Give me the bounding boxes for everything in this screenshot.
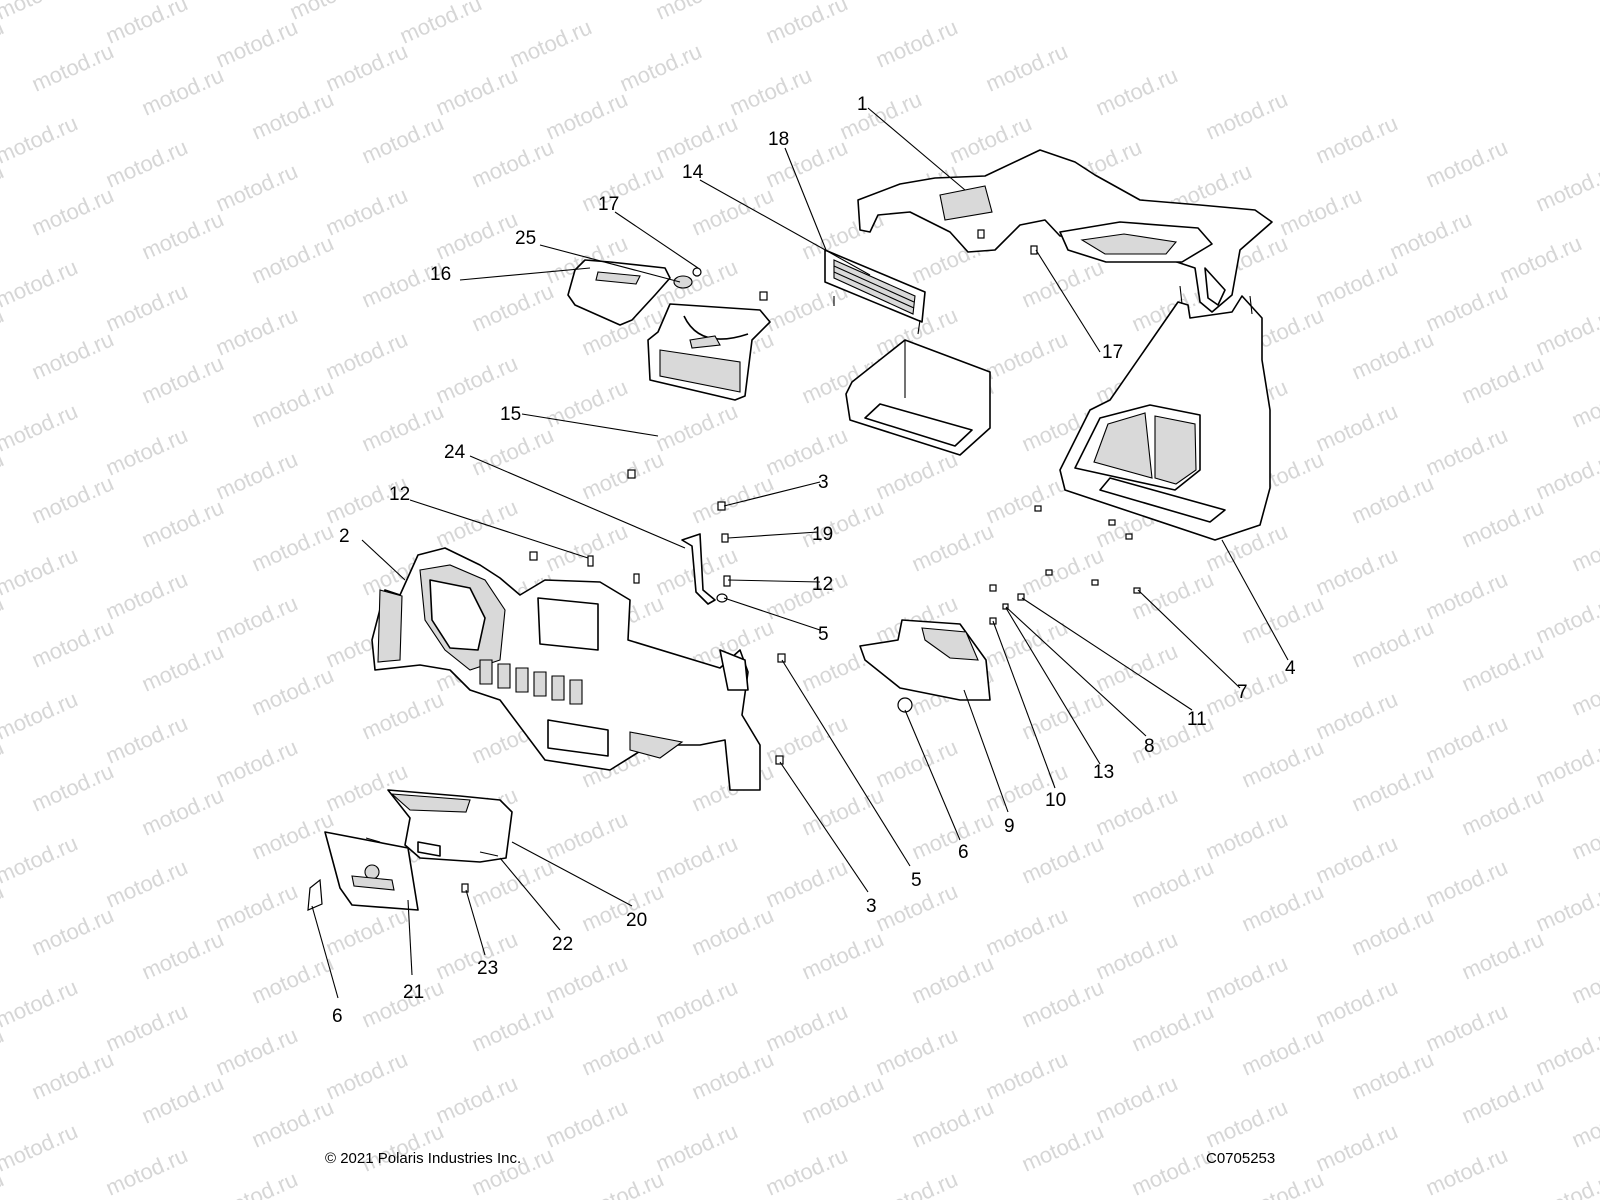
callout-23: 23 bbox=[477, 958, 498, 979]
callout-3-lower: 3 bbox=[866, 896, 877, 917]
callout-18: 18 bbox=[768, 129, 789, 150]
part-20-lower-storage bbox=[387, 789, 513, 863]
callout-6-right: 6 bbox=[958, 842, 969, 863]
callout-13: 13 bbox=[1093, 762, 1114, 783]
callout-17-upper-left: 17 bbox=[598, 194, 619, 215]
part-2-main-dash bbox=[371, 547, 761, 791]
copyright-notice: © 2021 Polaris Industries Inc. bbox=[325, 1150, 522, 1167]
callout-15: 15 bbox=[500, 404, 521, 425]
part-upper-dash-cover bbox=[857, 149, 1273, 313]
part-24-bracket bbox=[681, 533, 716, 605]
callout-16: 16 bbox=[430, 264, 451, 285]
callout-17-right: 17 bbox=[1102, 342, 1123, 363]
callout-10: 10 bbox=[1045, 790, 1066, 811]
callout-7: 7 bbox=[1237, 682, 1248, 703]
part-21-lid bbox=[324, 831, 419, 911]
callout-12-lower: 12 bbox=[812, 574, 833, 595]
part-14-box bbox=[845, 339, 991, 456]
part-16-cover bbox=[567, 259, 671, 326]
hardware-fasteners bbox=[307, 229, 1141, 911]
callout-12-upper: 12 bbox=[389, 484, 410, 505]
callout-4: 4 bbox=[1285, 658, 1296, 679]
part-25-grommet bbox=[673, 275, 693, 289]
callout-1: 1 bbox=[857, 94, 868, 115]
callout-6-left: 6 bbox=[332, 1006, 343, 1027]
callout-9: 9 bbox=[1004, 816, 1015, 837]
callout-25: 25 bbox=[515, 228, 536, 249]
callout-24: 24 bbox=[444, 442, 466, 463]
callout-11: 11 bbox=[1187, 709, 1207, 730]
leader-lines bbox=[311, 107, 1289, 999]
callout-5-lower: 5 bbox=[911, 870, 922, 891]
callout-20: 20 bbox=[626, 910, 647, 931]
callout-22: 22 bbox=[552, 934, 573, 955]
callout-21: 21 bbox=[403, 982, 424, 1003]
callout-14: 14 bbox=[682, 162, 704, 183]
part-4-storage-box bbox=[1059, 285, 1271, 541]
callout-2: 2 bbox=[339, 526, 350, 547]
drawing-number: C0705253 bbox=[1206, 1150, 1276, 1167]
callout-19: 19 bbox=[812, 524, 833, 545]
callout-5-upper: 5 bbox=[818, 624, 829, 645]
callout-8: 8 bbox=[1144, 736, 1155, 757]
part-15-bin bbox=[647, 303, 771, 401]
callout-labels: 1 18 14 17 25 16 17 15 24 3 12 19 2 12 5… bbox=[332, 94, 1296, 1027]
part-18-grille bbox=[824, 249, 926, 335]
part-9-trim-panel bbox=[859, 619, 991, 701]
callout-3-upper: 3 bbox=[818, 472, 829, 493]
